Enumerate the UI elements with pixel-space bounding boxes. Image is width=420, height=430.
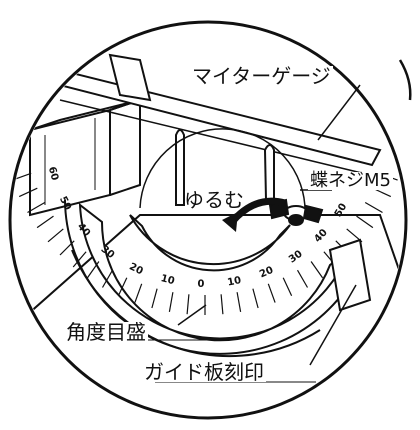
scale-number: 10 [226, 275, 242, 288]
scale-tick [36, 215, 54, 229]
label-wing-screw: 蝶ネジM5 [308, 170, 393, 191]
label-miter-gauge: マイターゲージ [190, 64, 333, 88]
guide-pin [263, 144, 275, 201]
scale-tick [101, 269, 114, 288]
scale-tick [134, 283, 143, 303]
angle-slot [129, 214, 291, 272]
scale-tick [186, 294, 190, 315]
scale-tick [18, 187, 38, 198]
label-angle-scale: 角度目盛 [64, 320, 148, 344]
scale-tick [27, 201, 46, 214]
scale-tick [220, 294, 224, 315]
scale-tick [86, 261, 100, 279]
scale-tick [356, 215, 374, 229]
scale-tick [267, 283, 276, 303]
scale-tick [282, 277, 293, 297]
scale-tick [252, 288, 259, 309]
scale-number: 0 [197, 279, 204, 290]
leader-line [177, 304, 207, 326]
scale-number: 10 [160, 273, 176, 287]
scale-number: 20 [127, 261, 144, 277]
leader-line [398, 59, 412, 101]
guide-plate [328, 238, 372, 312]
label-loosen: ゆるむ [184, 188, 244, 212]
scale-tick [168, 292, 174, 313]
scale-tick [117, 277, 128, 297]
scale-number: 20 [258, 265, 275, 281]
leader-line [309, 284, 357, 366]
scale-tick [151, 288, 158, 309]
scale-tick [364, 201, 383, 214]
scale-tick [72, 251, 87, 268]
scale-tick [59, 240, 75, 256]
scale-tick [236, 292, 242, 313]
scale-number: 60 [46, 166, 60, 182]
label-guide-plate-mark: ガイド板刻印 [142, 360, 266, 384]
leader-line [317, 84, 361, 141]
scale-tick [310, 261, 324, 279]
gauge-handle [108, 53, 152, 102]
guide-pin [175, 129, 185, 206]
scale-tick [47, 228, 64, 243]
scale-tick [296, 269, 309, 288]
